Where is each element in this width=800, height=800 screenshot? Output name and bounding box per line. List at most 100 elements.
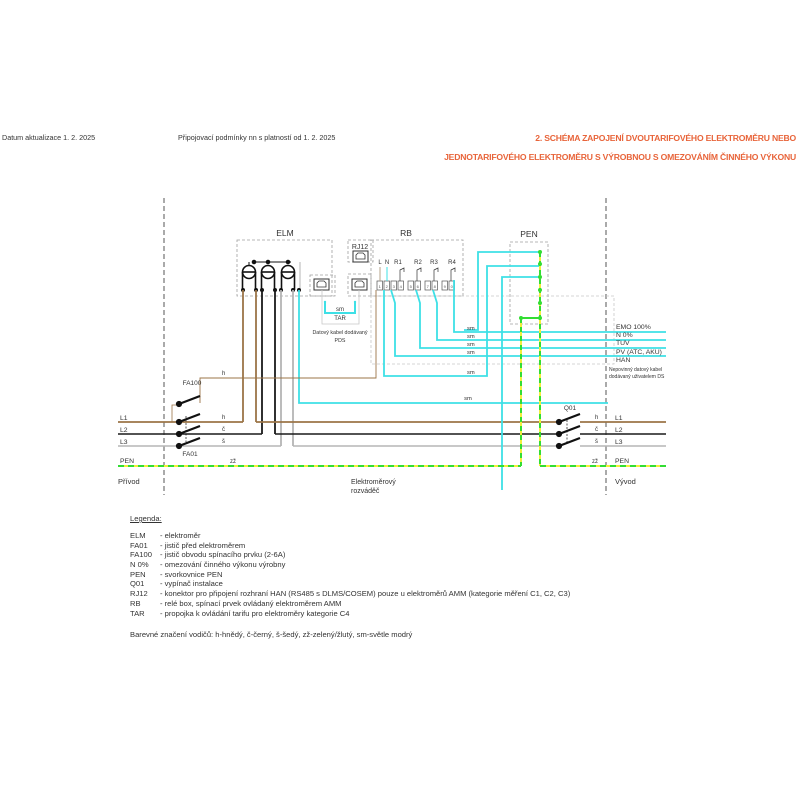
update-date: Datum aktualizace 1. 2. 2025 xyxy=(2,133,96,142)
elm-box xyxy=(236,239,333,297)
svg-text:L3: L3 xyxy=(615,439,623,446)
tar-cable-note: Datový kabel dodávaný xyxy=(312,330,367,336)
elm-label: ELM xyxy=(276,228,293,238)
legend-key: RJ12 xyxy=(130,589,148,599)
rb-label: RB xyxy=(400,228,412,238)
svg-text:EMO 100%: EMO 100% xyxy=(616,324,651,331)
incoming-line-labels: L1 L2 L3 PEN xyxy=(120,415,134,465)
legend-key: FA100 xyxy=(130,550,152,560)
relay-contact-icon xyxy=(399,267,405,281)
svg-text:sm: sm xyxy=(467,342,475,348)
section-meter-cabinet-2: rozváděč xyxy=(351,488,380,495)
tar-wire-label: sm xyxy=(336,307,344,313)
svg-text:sm: sm xyxy=(467,326,475,332)
tar-wire xyxy=(324,302,356,314)
out-l2-wire-label: č xyxy=(595,427,598,433)
fa100-wire-label: h xyxy=(222,371,225,377)
legend-key: TAR xyxy=(130,608,145,618)
svg-text:L3: L3 xyxy=(120,439,128,446)
l3-wire-label: š xyxy=(222,439,225,445)
pen-box xyxy=(509,241,549,325)
legend-key: RB xyxy=(130,598,141,608)
l2-wire-label: č xyxy=(222,427,225,433)
svg-text:PV (ATC, AKU): PV (ATC, AKU) xyxy=(616,349,662,356)
han-note: Nepovinný datový kabel xyxy=(609,367,662,373)
rb-terminal xyxy=(431,280,438,291)
outgoing-line-labels: L1 L2 L3 PEN xyxy=(615,415,629,465)
out-l1-wire-label: h xyxy=(595,415,598,421)
fa01-breaker-icon xyxy=(175,412,201,450)
legend-item: PEN - svorkovnice PEN xyxy=(130,570,570,580)
legend-desc: - jistič obvodu spínacího prvku (2-6A) xyxy=(160,550,286,560)
rb-terminal-label: R2 xyxy=(414,260,422,266)
rb-terminal-label: L xyxy=(378,260,382,266)
legend-desc: - vypínač instalace xyxy=(160,579,223,589)
pen-link-wires xyxy=(464,251,540,490)
legend-desc: - propojka k ovládání tarifu pro elektro… xyxy=(160,608,350,618)
legend-item: Q01- vypínač instalace xyxy=(130,579,570,589)
rj12-connector-icon xyxy=(352,250,369,263)
rj12-box xyxy=(347,239,374,263)
rb-data-connector-icon xyxy=(351,278,368,291)
fa100-feed-wire xyxy=(199,290,377,403)
legend-item: N 0%- omezování činného výkonu výrobny xyxy=(130,560,570,570)
legend-key: N 0% xyxy=(130,560,149,570)
tar-cable-note-2: PDS xyxy=(335,338,346,344)
legend-desc: - svorkovnice PEN xyxy=(160,569,223,579)
rb-terminal-number: 6 xyxy=(417,284,420,289)
rb-terminal xyxy=(441,280,448,291)
svg-text:N 0%: N 0% xyxy=(616,332,633,339)
fa100-label: FA100 xyxy=(183,380,202,387)
rb-terminal-number: 4 xyxy=(400,284,403,289)
connection-conditions: Připojovací podmínky nn s platností od 1… xyxy=(178,133,336,142)
section-supply: Přívod xyxy=(118,477,140,486)
svg-text:L2: L2 xyxy=(120,427,128,434)
han-wire-label: sm xyxy=(464,396,472,402)
rb-output-wires xyxy=(383,265,666,377)
rb-terminal-number: 1 xyxy=(379,284,382,289)
rb-wire-labels: sm sm sm sm sm xyxy=(467,326,475,376)
rb-terminal-number: 3 xyxy=(393,284,396,289)
l1-wire-label: h xyxy=(222,415,225,421)
section-outlet: Vývod xyxy=(615,477,636,486)
svg-text:sm: sm xyxy=(467,370,475,376)
elm-han-wire xyxy=(298,290,608,404)
rb-terminal-label: R3 xyxy=(430,260,438,266)
meter-terminal-dots xyxy=(241,288,301,292)
han-note-2: dodávaný uživatelem DS xyxy=(609,374,665,380)
rb-terminal xyxy=(397,280,404,291)
tar-label: TAR xyxy=(334,316,346,322)
relay-contact-icon xyxy=(433,267,439,281)
rb-terminal xyxy=(414,280,421,291)
legend-desc: - konektor pro připojení rozhraní HAN (R… xyxy=(160,589,571,599)
legend-title: Legenda: xyxy=(130,514,162,523)
svg-text:PEN: PEN xyxy=(615,458,629,465)
legend-key: FA01 xyxy=(130,540,148,550)
legend-key: PEN xyxy=(130,569,146,579)
legend-key: ELM xyxy=(130,531,146,540)
rb-terminal-number: 2 xyxy=(386,284,389,289)
rb-terminal-number: 9 xyxy=(444,284,447,289)
svg-text:L1: L1 xyxy=(120,415,128,422)
legend-item: RJ12 - konektor pro připojení rozhraní HA… xyxy=(130,589,570,599)
out-l3-wire-label: š xyxy=(595,439,598,445)
q01-switch-icon xyxy=(555,412,581,450)
rb-terminal xyxy=(390,280,397,291)
rb-terminal xyxy=(407,280,414,291)
rb-box xyxy=(370,239,464,297)
legend-item: TAR - propojka k ovládání tarifu pro elek… xyxy=(130,609,570,619)
q01-label: Q01 xyxy=(564,405,577,412)
rb-terminal-label: R4 xyxy=(448,260,456,266)
pen-bus xyxy=(519,250,542,466)
pen-wire-label: zž xyxy=(230,459,236,465)
data-cable-zone xyxy=(370,295,615,365)
tar-frame xyxy=(321,290,360,325)
rb-terminal-number: 5 xyxy=(410,284,413,289)
rb-terminal-number: 7 xyxy=(427,284,430,289)
meter-coils xyxy=(241,259,301,290)
rb-terminal-label: R1 xyxy=(394,260,402,266)
legend-desc: - elektroměr xyxy=(160,531,201,540)
